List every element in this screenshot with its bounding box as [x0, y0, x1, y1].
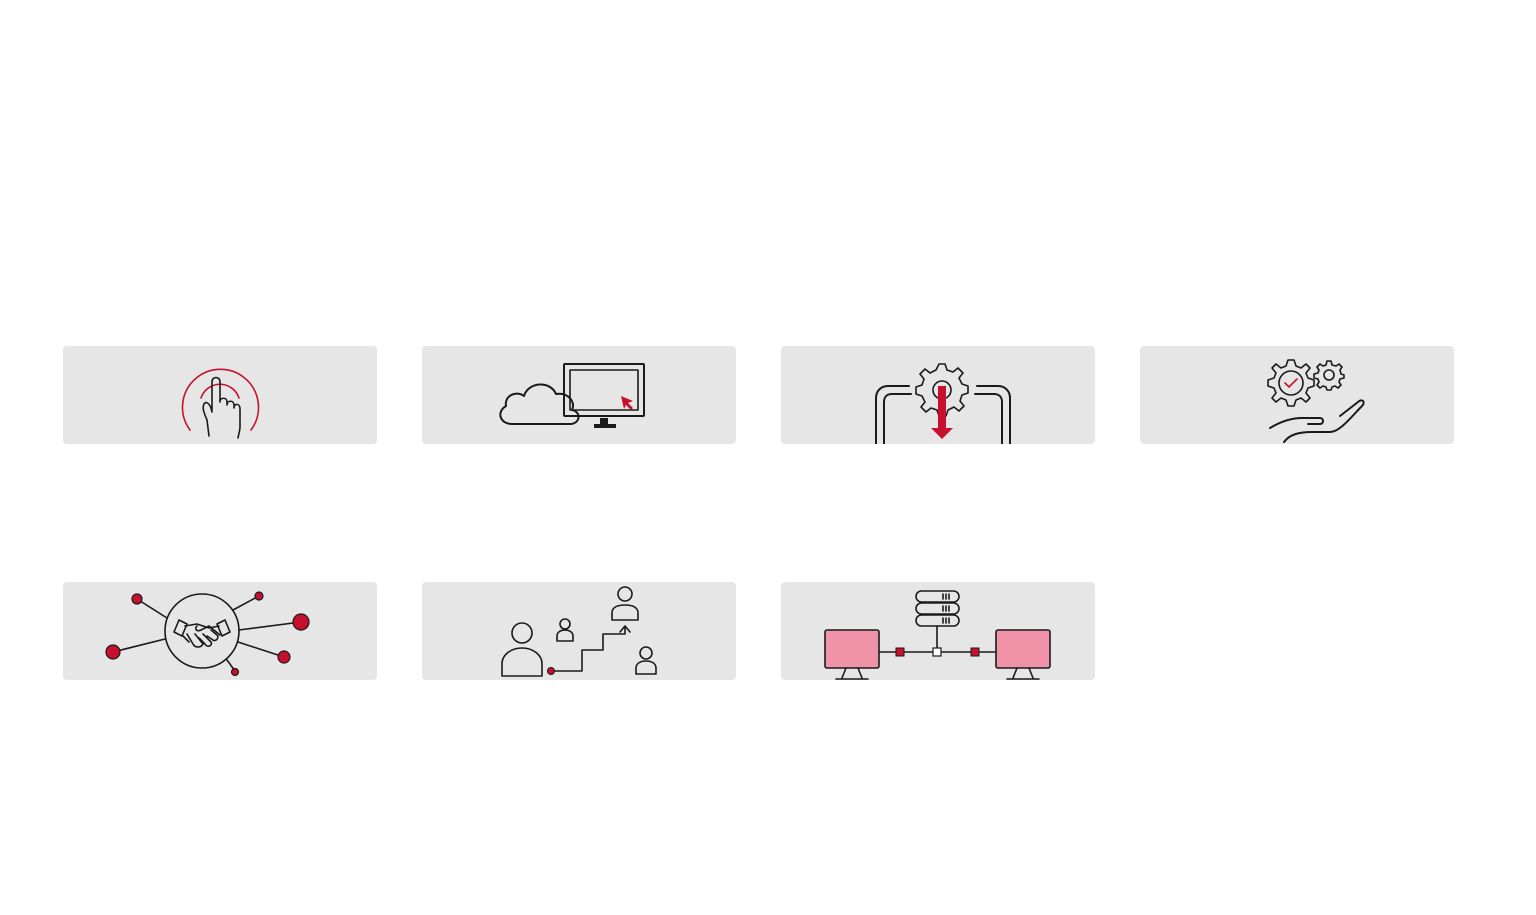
- feature-card-cloud[interactable]: [422, 346, 736, 444]
- feature-card-touch[interactable]: [63, 346, 377, 444]
- gear-download-icon: [875, 363, 1011, 444]
- touch-hand-icon: [181, 368, 260, 439]
- feature-card-service[interactable]: [1140, 346, 1454, 444]
- career-ladder-icon: [501, 586, 657, 677]
- server-network-icon: [824, 590, 1051, 680]
- feature-card-download[interactable]: [781, 346, 1095, 444]
- handshake-network-icon: [105, 591, 310, 677]
- feature-card-network[interactable]: [781, 582, 1095, 680]
- feature-card-partnership[interactable]: [63, 582, 377, 680]
- cloud-monitor-icon: [499, 363, 645, 428]
- feature-card-career[interactable]: [422, 582, 736, 680]
- hand-gears-check-icon: [1267, 359, 1365, 443]
